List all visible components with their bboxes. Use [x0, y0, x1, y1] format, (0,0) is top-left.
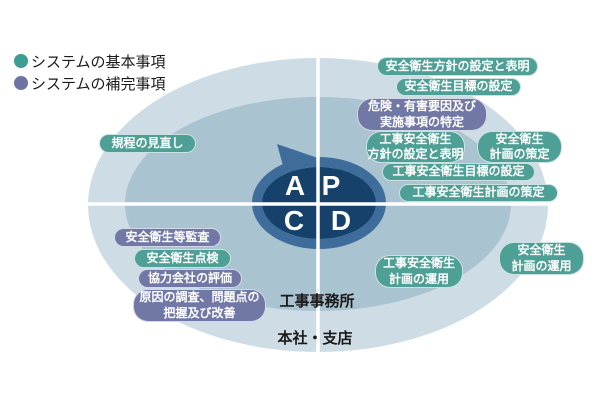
- pill-sh-goal-setting: 安全衛生目標の設定: [396, 78, 521, 96]
- pill-sh-plan-operation: 安全衛生 計画の運用: [499, 242, 584, 275]
- pill-sh-inspection: 安全衛生点検: [134, 249, 231, 268]
- clockwise-arrow-icon: [277, 144, 315, 173]
- pdca-letter-a: A: [284, 170, 306, 201]
- pill-construction-sh-policy: 工事安全衛生 方針の設定と表明: [366, 131, 465, 163]
- site-office-label: 工事事務所: [279, 293, 355, 310]
- pill-sh-policy-declaration: 安全衛生方針の設定と表明: [377, 57, 538, 76]
- legend-supplement-bullet-icon: [14, 76, 28, 90]
- pdca-letter-d: D: [330, 205, 352, 236]
- legend-item-supplement: システムの補完事項: [14, 72, 166, 94]
- legend-basic-label: システムの基本事項: [31, 53, 166, 71]
- pill-construction-sh-plan-operation: 工事安全衛生 計画の運用: [375, 255, 463, 288]
- pill-hazard-factor-identification: 危険・有害要因及び 実施事項の特定: [357, 98, 487, 131]
- pill-construction-sh-plan-formulation: 工事安全衛生計画の策定: [399, 184, 558, 202]
- pill-regulation-review: 規程の見直し: [99, 134, 196, 153]
- pill-cause-investigation-improvement: 原因の調査、問題点の 把握及び改善: [133, 289, 266, 322]
- pdca-letter-c: C: [283, 205, 305, 236]
- legend-item-basic: システムの基本事項: [14, 50, 166, 72]
- pill-construction-sh-goal-setting: 工事安全衛生目標の設定: [382, 163, 535, 181]
- pill-partner-company-evaluation: 協力会社の評価: [138, 269, 242, 288]
- legend-supplement-label: システムの補完事項: [31, 75, 166, 93]
- legend: システムの基本事項 システムの補完事項: [14, 50, 166, 94]
- legend-basic-bullet-icon: [14, 54, 28, 68]
- head-office-branch-label: 本社・支店: [277, 330, 353, 347]
- pdca-letter-p: P: [321, 170, 341, 201]
- pill-sh-plan-formulation: 安全衛生 計画の策定: [477, 131, 562, 163]
- pill-sh-audit: 安全衛生等監査: [114, 228, 221, 247]
